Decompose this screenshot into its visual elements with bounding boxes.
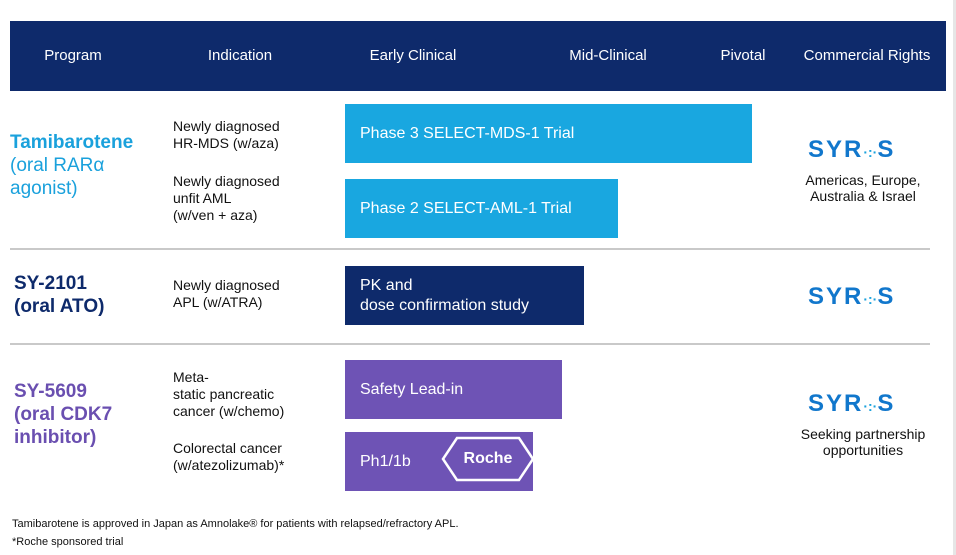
trial-bar-safety-lead-in: Safety Lead-in bbox=[345, 360, 562, 419]
program-subtitle: (oral ATO) bbox=[14, 296, 105, 317]
roche-logo bbox=[441, 436, 535, 482]
indication-unfit-aml: Newly diagnosed unfit AML (w/ven + aza) bbox=[173, 173, 280, 223]
header-program: Program bbox=[44, 47, 102, 64]
footnote-roche: *Roche sponsored trial bbox=[12, 536, 124, 548]
program-subtitle: (oral RARα bbox=[10, 155, 105, 176]
program-name: SY-5609 bbox=[14, 381, 87, 402]
syros-logo: SYR·:·S bbox=[808, 136, 896, 163]
header-mid-clinical: Mid-Clinical bbox=[569, 47, 647, 64]
trial-bar-pk-dose-confirmation: PK and dose confirmation study bbox=[345, 266, 584, 325]
program-sy-5609: SY-5609 (oral CDK7 inhibitor) bbox=[14, 380, 112, 449]
rights-tamibarotene: Americas, Europe, Australia & Israel bbox=[805, 172, 921, 204]
header-pivotal: Pivotal bbox=[720, 47, 766, 64]
syros-logo: SYR·:·S bbox=[808, 283, 896, 310]
header-early-clinical: Early Clinical bbox=[369, 47, 457, 64]
roche-logo-text: Roche bbox=[463, 450, 513, 467]
program-name: Tamibarotene bbox=[10, 132, 134, 153]
slide-edge bbox=[953, 0, 956, 555]
program-sy-2101: SY-2101 (oral ATO) bbox=[14, 272, 104, 318]
program-name: SY-2101 bbox=[14, 273, 87, 294]
syros-logo: SYR·:·S bbox=[808, 390, 896, 417]
trial-bar-select-aml-1: Phase 2 SELECT-AML-1 Trial bbox=[345, 179, 618, 238]
indication-apl: Newly diagnosed APL (w/ATRA) bbox=[173, 277, 280, 310]
program-subtitle: (oral CDK7 bbox=[14, 404, 113, 425]
trial-bar-label: Ph1/1b bbox=[360, 452, 411, 470]
indication-colorectal: Colorectal cancer (w/atezolizumab)* bbox=[173, 440, 285, 473]
header-indication: Indication bbox=[207, 47, 273, 64]
trial-bar-select-mds-1: Phase 3 SELECT-MDS-1 Trial bbox=[345, 104, 752, 163]
rights-sy-5609: Seeking partnership opportunities bbox=[800, 426, 926, 458]
table-header: Program Indication Early Clinical Mid-Cl… bbox=[10, 21, 946, 91]
header-commercial-rights: Commercial Rights bbox=[803, 47, 931, 64]
program-subtitle: inhibitor) bbox=[14, 427, 97, 448]
row-divider bbox=[10, 343, 930, 345]
program-tamibarotene: Tamibarotene (oral RARα agonist) bbox=[10, 131, 133, 200]
program-subtitle: agonist) bbox=[10, 178, 78, 199]
indication-pancreatic: Meta- static pancreatic cancer (w/chemo) bbox=[173, 369, 285, 419]
indication-hr-mds: Newly diagnosed HR-MDS (w/aza) bbox=[173, 118, 280, 151]
footnote-amnolake: Tamibarotene is approved in Japan as Amn… bbox=[12, 518, 459, 530]
row-divider bbox=[10, 248, 930, 250]
